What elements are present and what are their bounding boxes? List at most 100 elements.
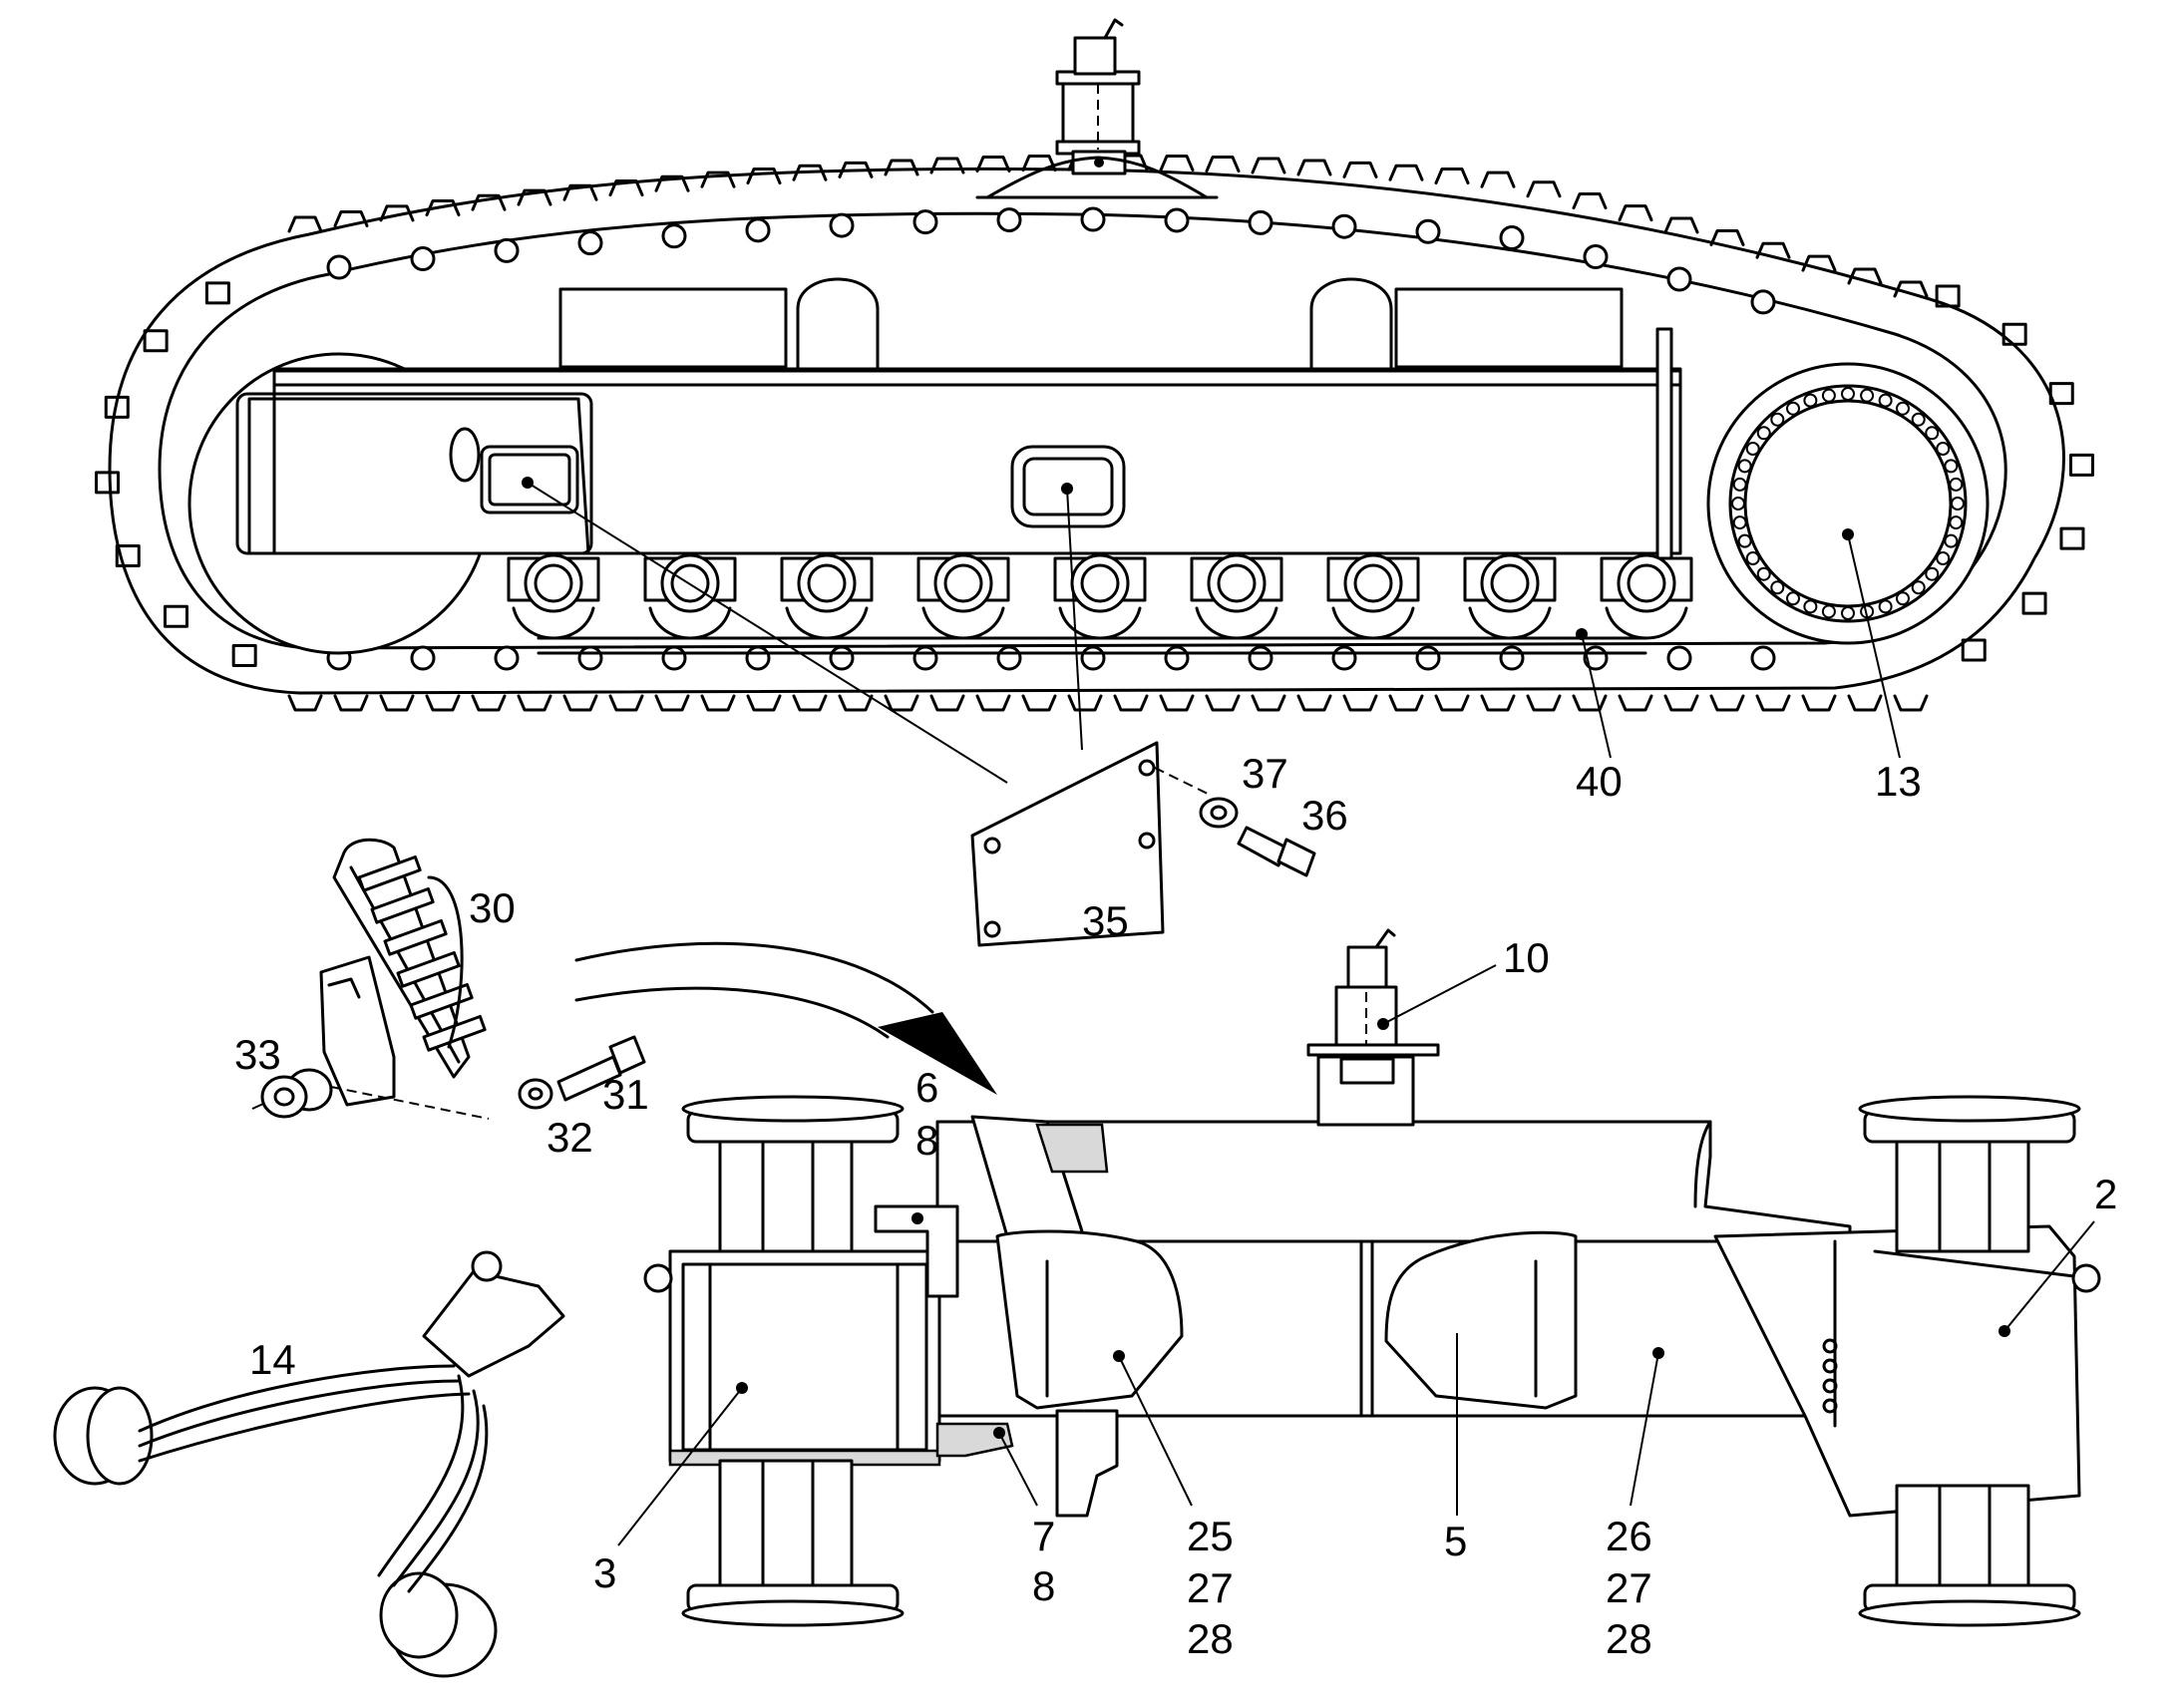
track-roller-hub xyxy=(1627,563,1666,603)
ladder-rung xyxy=(370,886,435,924)
link-pin xyxy=(1499,224,1525,250)
track-frame-recess xyxy=(235,392,593,555)
grouser-tooth-top xyxy=(700,171,736,188)
grouser-tooth-end xyxy=(2059,526,2085,550)
callout-40: 40 xyxy=(1576,758,1623,805)
track-roller-hub xyxy=(807,563,847,603)
sprocket-ball xyxy=(1936,442,1951,456)
cover-plate-assembly xyxy=(527,482,1316,947)
right-bracket-holes xyxy=(1822,1338,1838,1414)
track-frame-post xyxy=(1655,327,1673,560)
sprocket-ball xyxy=(1737,533,1752,548)
grouser-tooth-bottom xyxy=(746,694,782,712)
grouser-tooth-top xyxy=(333,209,369,227)
link-pin xyxy=(1331,213,1357,239)
hose-bracket xyxy=(422,1269,565,1378)
link-pin xyxy=(577,645,603,671)
callout-6: 6 xyxy=(915,1064,938,1111)
track-roller-hub xyxy=(1353,563,1393,603)
leader-cover-left xyxy=(527,482,1008,784)
grouser-tooth-bottom xyxy=(1893,694,1929,712)
sprocket-ball xyxy=(1896,591,1910,606)
grouser-tooth-bottom xyxy=(1618,694,1653,712)
callout-26: 26 xyxy=(1606,1513,1652,1559)
sprocket-ball xyxy=(1803,599,1818,614)
link-pin xyxy=(410,246,436,272)
grouser-tooth-bottom xyxy=(1159,694,1195,712)
sprocket-ball xyxy=(1786,401,1800,416)
callout-28-right: 28 xyxy=(1606,1615,1652,1662)
cross-frame xyxy=(617,928,2101,1627)
link-pin xyxy=(1415,645,1441,671)
grouser-tooth-top xyxy=(1572,192,1608,210)
grouser-tooth-top xyxy=(654,174,690,192)
grouser-tooth-bottom xyxy=(1342,694,1378,712)
track-roller xyxy=(797,553,857,613)
grouser-tooth-bottom xyxy=(379,694,415,712)
guard-26 xyxy=(1384,1230,1578,1410)
track-roller-hub xyxy=(1490,563,1530,603)
link-pin xyxy=(912,209,938,235)
grouser-tooth-top xyxy=(1663,216,1699,234)
link-pin xyxy=(1164,207,1190,233)
grouser-tooth-bottom xyxy=(1205,694,1241,712)
grouser-tooth-top xyxy=(975,156,1011,173)
grouser-tooth-bottom xyxy=(1251,694,1286,712)
callout-13: 13 xyxy=(1875,758,1922,805)
grouser-tooth-top xyxy=(746,168,782,185)
assembly-arrow xyxy=(574,941,997,1095)
link-pin xyxy=(1080,206,1106,232)
sprocket-ball xyxy=(1732,477,1747,492)
link-pin xyxy=(326,254,352,280)
grouser-tooth-top xyxy=(425,199,461,217)
sprocket-ball xyxy=(1841,606,1855,620)
ladder-bracket xyxy=(319,955,396,1107)
link-pin xyxy=(912,645,938,671)
sprocket-ball xyxy=(1925,426,1940,441)
ladder-handrail xyxy=(427,875,464,1049)
grouser-tooth-bottom xyxy=(1572,694,1608,712)
grouser-tooth-end xyxy=(231,643,257,667)
guard-25-underside xyxy=(1055,1409,1119,1518)
grouser-tooth-top xyxy=(1847,267,1883,285)
grouser-tooth-top xyxy=(1021,155,1057,172)
drive-sprocket-bearing-ring xyxy=(1728,384,1968,623)
track-roller-hub xyxy=(670,563,710,603)
carrier-block-left xyxy=(558,287,788,369)
callout-3: 3 xyxy=(593,1549,616,1596)
leader-10 xyxy=(1382,964,1497,1025)
sprocket-ball xyxy=(1821,388,1836,403)
grouser-tooth-bottom xyxy=(1296,694,1332,712)
cover-plate xyxy=(970,741,1165,947)
link-pin xyxy=(661,645,687,671)
grouser-tooth-top xyxy=(838,161,874,178)
grouser-tooth-bottom xyxy=(608,694,644,712)
grouser-tooth-top xyxy=(1251,157,1286,174)
carrier-roller-right xyxy=(1309,277,1393,371)
link-pin xyxy=(577,230,603,256)
grouser-tooth-bottom xyxy=(1067,694,1103,712)
link-pin xyxy=(996,645,1022,671)
bracket-6-8 xyxy=(874,1204,959,1298)
sprocket-ball xyxy=(1731,497,1745,511)
grouser-tooth-top xyxy=(1893,280,1929,298)
washer-37 xyxy=(1199,797,1239,829)
link-pin xyxy=(1248,645,1273,671)
leader-13 xyxy=(1847,533,1901,759)
grouser-tooth-bottom xyxy=(929,694,965,712)
track-roller xyxy=(1480,553,1540,613)
sprocket-ball xyxy=(1745,442,1760,456)
callout-25: 25 xyxy=(1187,1513,1234,1559)
sprocket-ball xyxy=(1944,459,1959,474)
grouser-tooth-top xyxy=(1205,156,1241,173)
track-roller xyxy=(933,553,993,613)
grouser-tooth-end xyxy=(2048,382,2074,406)
sprocket-ball xyxy=(1786,591,1800,606)
grouser-tooth-bottom xyxy=(1755,694,1791,712)
grouser-tooth-top xyxy=(562,183,598,201)
grouser-tooth-bottom xyxy=(425,694,461,712)
link-pin xyxy=(1331,645,1357,671)
track-frame-oval-slot xyxy=(449,427,481,483)
track-rollers xyxy=(507,553,1693,640)
leader-40 xyxy=(1581,633,1612,759)
